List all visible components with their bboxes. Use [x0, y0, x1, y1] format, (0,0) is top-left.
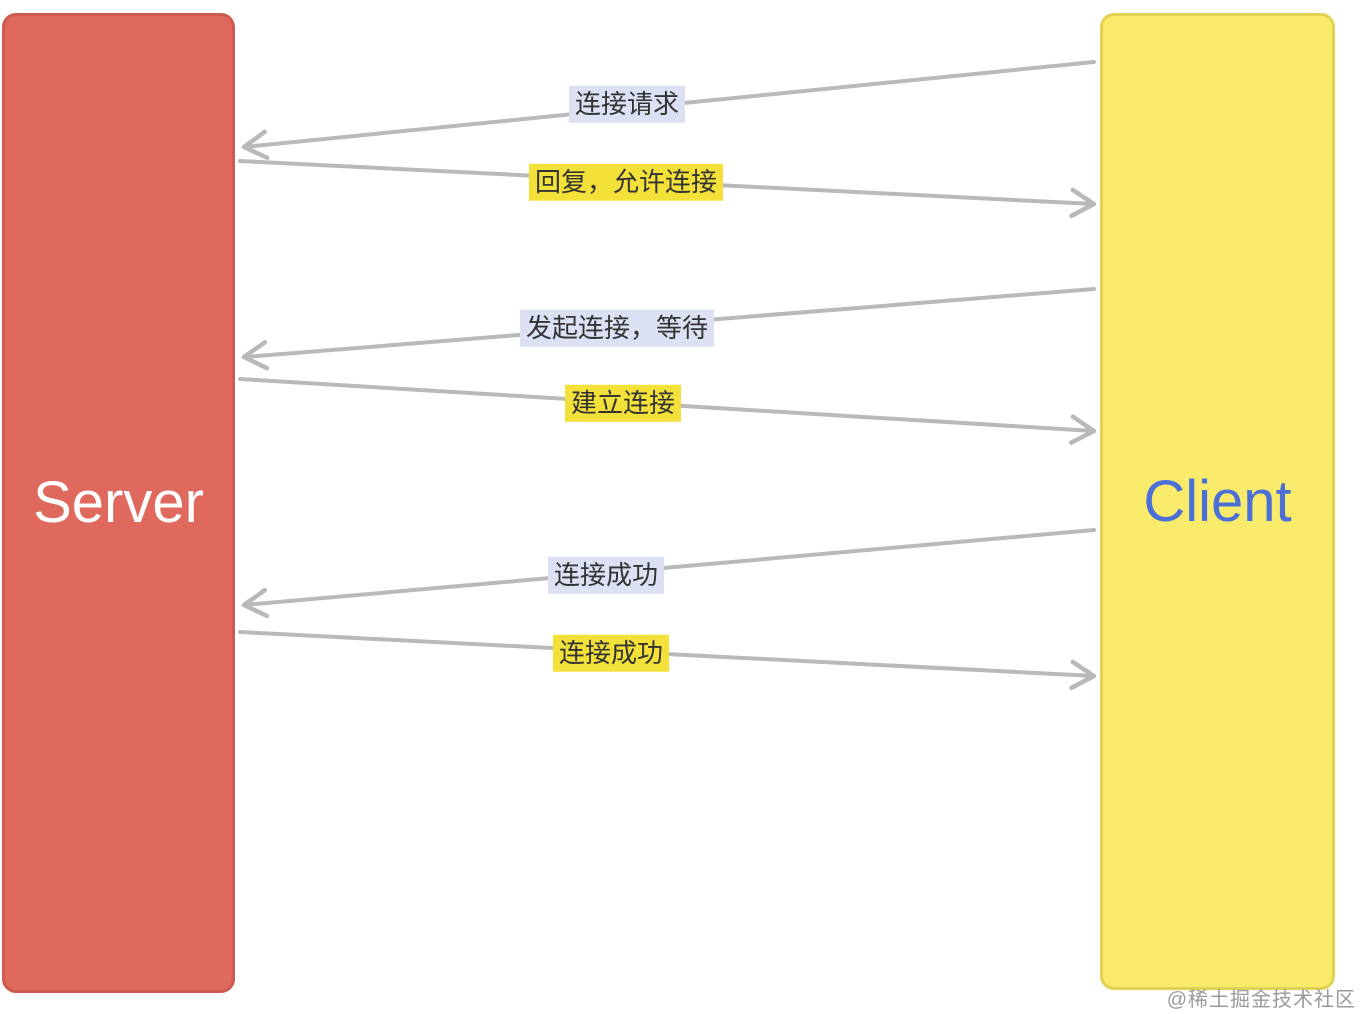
watermark: @稀土掘金技术社区 [1166, 989, 1356, 1011]
client-label: Client [1143, 468, 1292, 534]
message-label-connect-success-yellow: 连接成功 [552, 634, 670, 672]
arrow-connect-success-to-server [241, 528, 1096, 619]
message-label-establish-connect: 建立连接 [564, 384, 682, 422]
message-label-connect-request: 连接请求 [568, 85, 686, 123]
server-label: Server [33, 470, 204, 535]
client-box: Client [1100, 13, 1335, 990]
message-label-connect-success-lavender: 连接成功 [547, 556, 665, 594]
message-label-reply-allow-connect: 回复，允许连接 [528, 163, 724, 201]
message-label-initiate-connect-wait: 发起连接，等待 [519, 309, 715, 347]
server-box: Server [2, 13, 235, 993]
